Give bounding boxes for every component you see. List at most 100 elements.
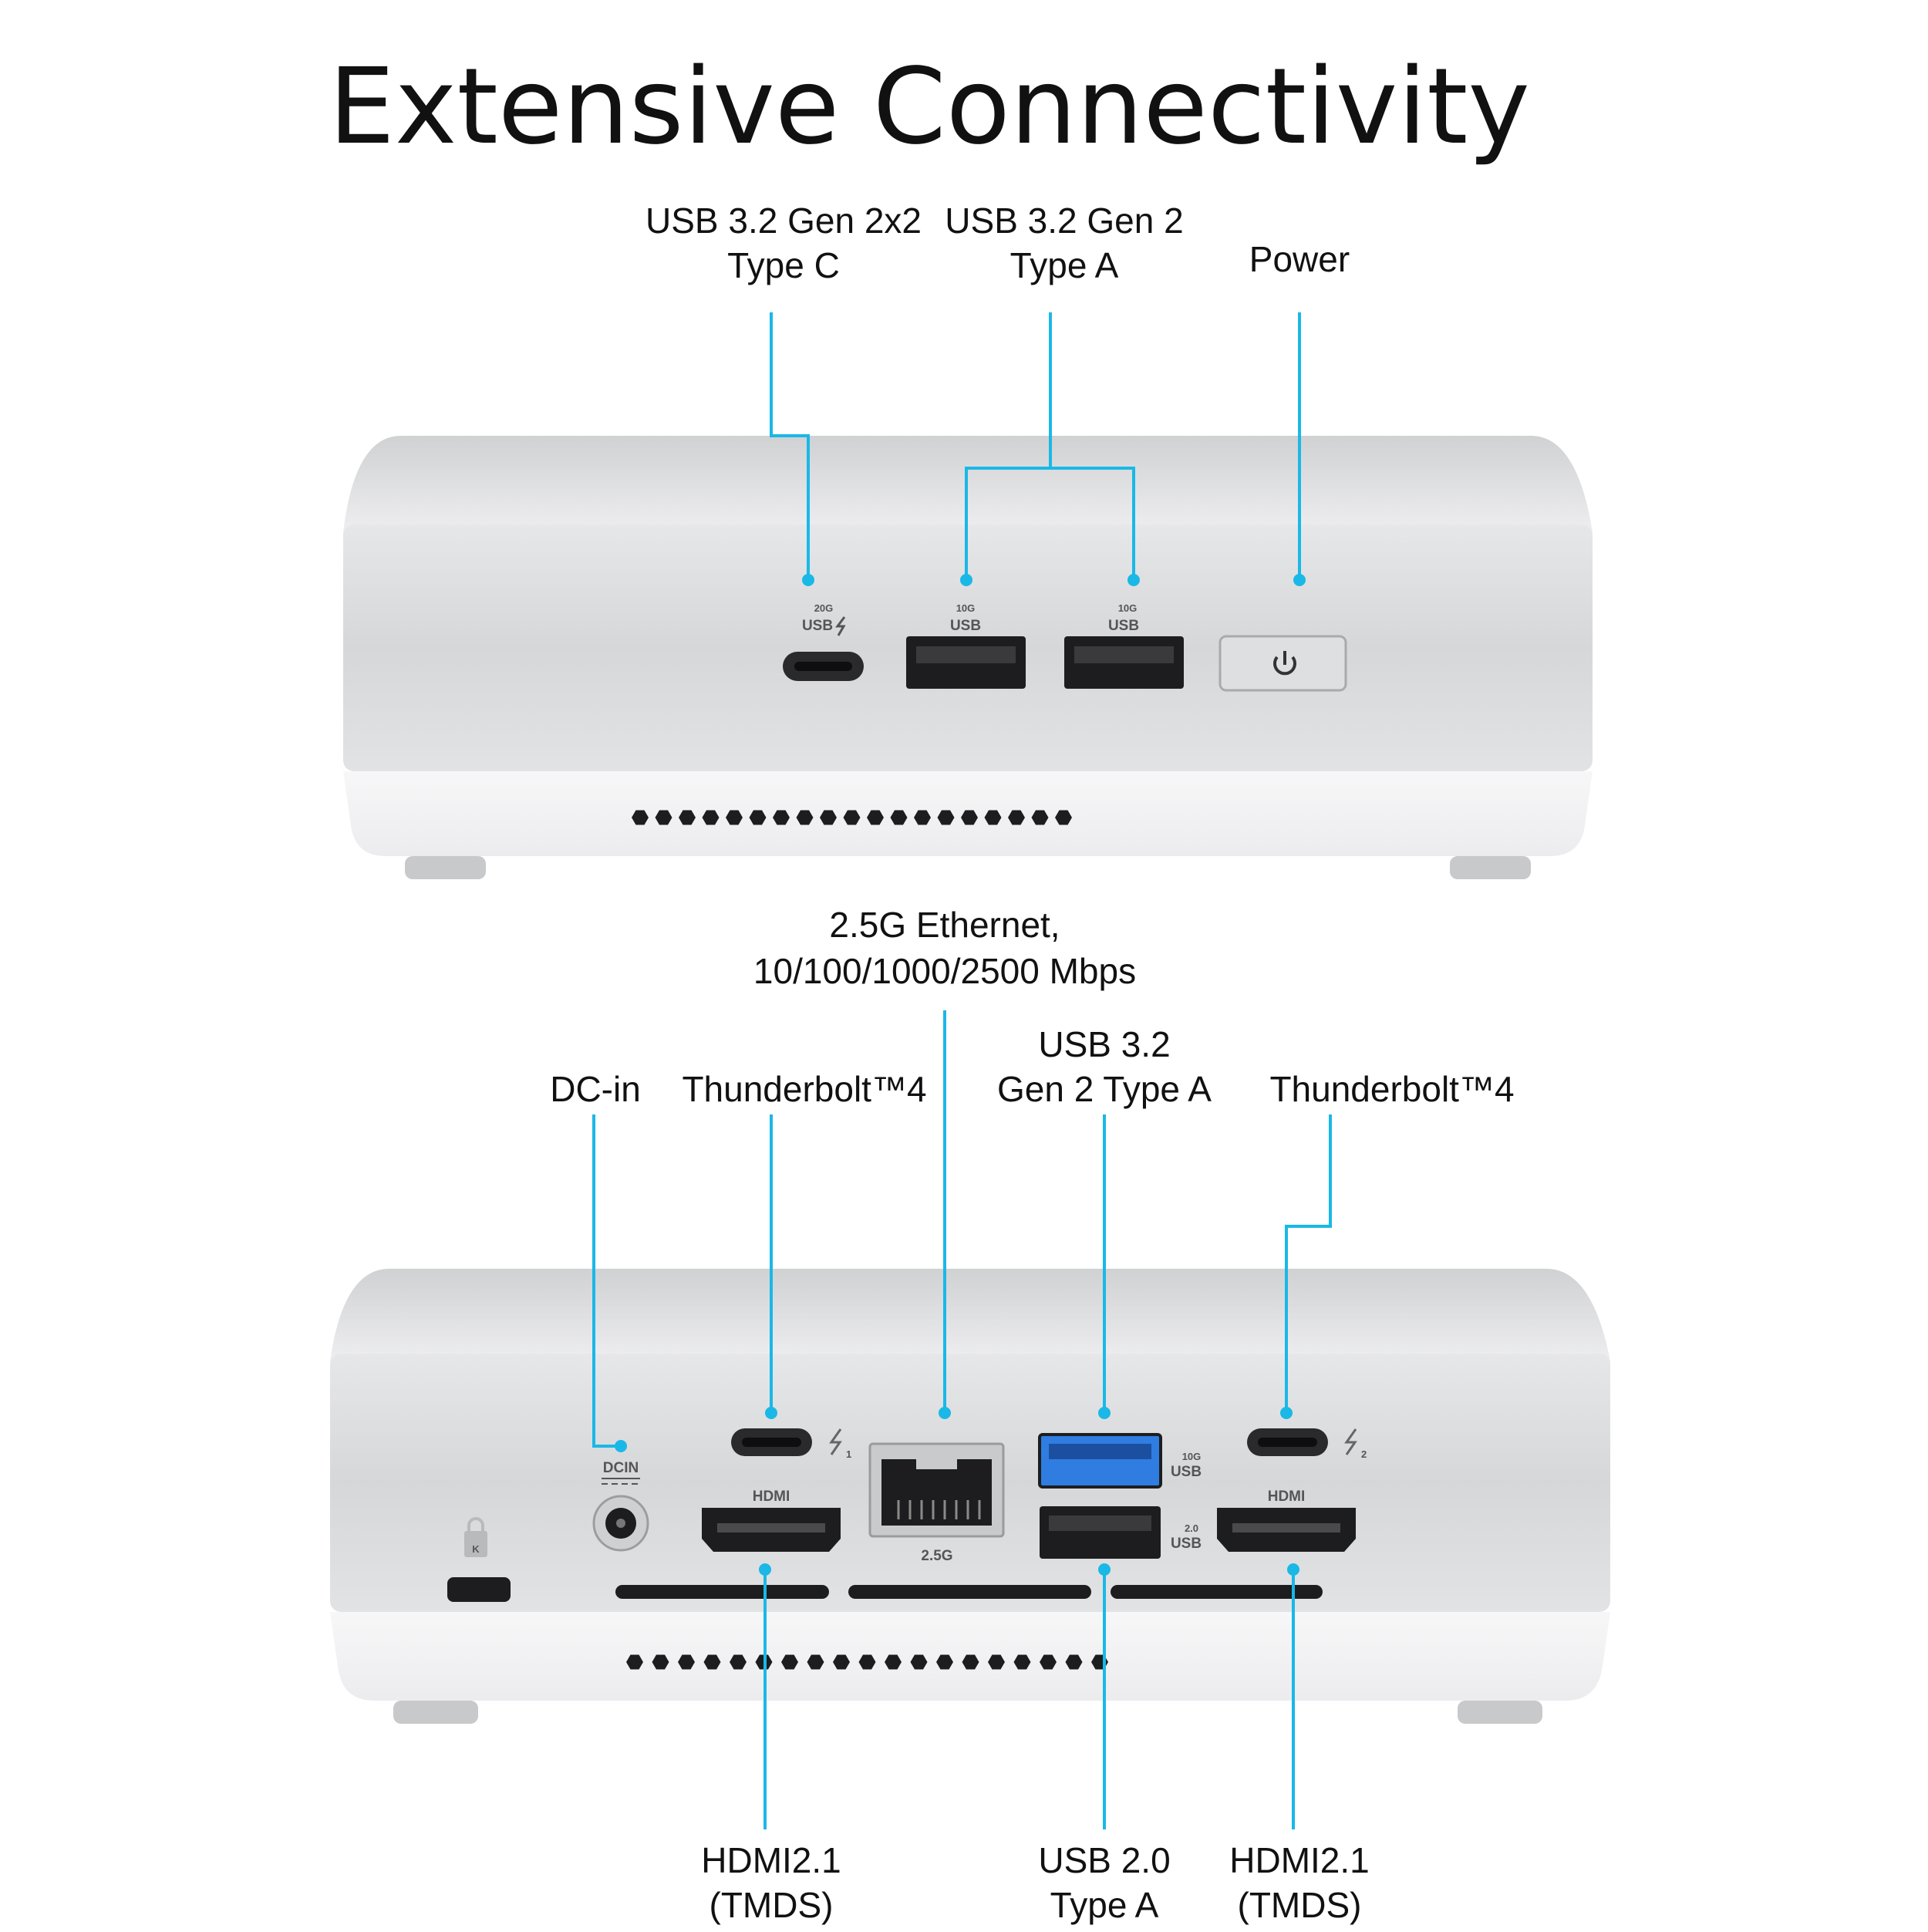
callout-dot-usba2 bbox=[1127, 574, 1140, 586]
callout-hdmi-right-line1: HDMI2.1 bbox=[1229, 1840, 1369, 1880]
vent-hole bbox=[702, 810, 720, 825]
usb32-speed: 10G bbox=[1182, 1451, 1202, 1462]
ethernet-marking: 2.5G bbox=[921, 1548, 952, 1564]
callout-tb4-left: Thunderbolt™4 bbox=[682, 1069, 926, 1109]
vent-hole bbox=[626, 1654, 643, 1670]
charge-bolt-icon bbox=[835, 616, 846, 636]
front-foot-right bbox=[1450, 856, 1531, 879]
vent-hole bbox=[1065, 1654, 1083, 1670]
vent-hole bbox=[962, 1654, 979, 1670]
tb4-left-port-inner bbox=[742, 1438, 801, 1447]
vent-hole bbox=[936, 1654, 953, 1670]
front-vent-row bbox=[632, 810, 1072, 825]
callout-usb20-line2: Type A bbox=[1050, 1885, 1159, 1925]
thunderbolt-right-icon bbox=[1344, 1428, 1357, 1455]
callout-dot-tb4-left bbox=[765, 1407, 777, 1419]
kensington-slot[interactable] bbox=[447, 1577, 511, 1602]
rear-slot-right bbox=[1111, 1585, 1323, 1599]
vent-hole bbox=[833, 1654, 850, 1670]
callout-power: Power bbox=[1249, 239, 1350, 279]
vent-hole bbox=[843, 810, 861, 825]
vent-hole bbox=[679, 810, 696, 825]
callout-dot-hdmi-left bbox=[759, 1563, 771, 1576]
callout-usba-line2: Type A bbox=[1010, 245, 1119, 285]
callout-hdmi-right-line2: (TMDS) bbox=[1238, 1885, 1362, 1925]
callout-dot-ethernet bbox=[939, 1407, 951, 1419]
callout-dot-usb32 bbox=[1098, 1407, 1111, 1419]
vent-hole bbox=[937, 810, 955, 825]
front-usbc-port-inner bbox=[794, 662, 852, 671]
callout-line-usba-branch bbox=[965, 467, 1135, 580]
hdmi-left-marking: HDMI bbox=[753, 1489, 790, 1505]
callout-dcin: DC-in bbox=[550, 1069, 641, 1109]
vent-hole bbox=[885, 1654, 902, 1670]
hdmi-right-port-inner bbox=[1232, 1523, 1340, 1532]
callout-usbc-line1: USB 3.2 Gen 2x2 bbox=[645, 201, 922, 241]
rear-callout-dots bbox=[615, 1407, 1299, 1576]
callout-dot-power bbox=[1293, 574, 1306, 586]
usb32-marking: USB bbox=[1171, 1464, 1202, 1480]
tb4-right-number: 2 bbox=[1361, 1448, 1367, 1460]
vent-hole bbox=[961, 810, 978, 825]
callout-line-usbc bbox=[770, 312, 810, 578]
usb20-marking: USB bbox=[1171, 1536, 1202, 1552]
power-icon bbox=[1273, 651, 1296, 676]
hdmi-right-marking: HDMI bbox=[1268, 1489, 1306, 1505]
callout-usbc-line2: Type C bbox=[727, 245, 840, 285]
tb4-right-port-inner bbox=[1258, 1438, 1317, 1447]
vent-hole bbox=[796, 810, 814, 825]
callout-ethernet-line1: 2.5G Ethernet, bbox=[829, 905, 1060, 945]
front-callout-lines bbox=[770, 312, 1301, 580]
vent-hole bbox=[652, 1654, 669, 1670]
rear-callout-lines bbox=[592, 1010, 1332, 1829]
hdmi-left-port-inner bbox=[717, 1523, 825, 1532]
vent-hole bbox=[867, 810, 884, 825]
vent-hole bbox=[858, 1654, 876, 1670]
front-usba1-speed: 10G bbox=[956, 602, 976, 614]
callout-line-dcin bbox=[592, 1114, 621, 1448]
front-usba2-label: USB bbox=[1108, 618, 1139, 634]
vent-hole bbox=[1008, 810, 1025, 825]
vent-hole bbox=[655, 810, 672, 825]
usb32-port[interactable] bbox=[1038, 1433, 1162, 1489]
page-title: Extensive Connectivity bbox=[329, 46, 1530, 168]
rear-foot-left bbox=[393, 1701, 478, 1724]
rear-slot-center bbox=[848, 1585, 1091, 1599]
callout-usb32-line2: Gen 2 Type A bbox=[997, 1069, 1212, 1109]
rear-unit: K DCIN 1 HDMI 2.5G 10G USB bbox=[330, 905, 1610, 1925]
dcin-label: DCIN bbox=[603, 1460, 639, 1476]
callout-usb20-line1: USB 2.0 bbox=[1038, 1840, 1170, 1880]
front-foot-left bbox=[405, 856, 486, 879]
vent-hole bbox=[703, 1654, 721, 1670]
callout-line-tb4-right bbox=[1285, 1114, 1332, 1411]
rear-lid bbox=[330, 1269, 1610, 1361]
callout-dot-usba1 bbox=[960, 574, 972, 586]
front-usba1-label: USB bbox=[950, 618, 981, 634]
rear-vent-row bbox=[626, 1654, 1108, 1670]
callout-dot-hdmi-right bbox=[1287, 1563, 1299, 1576]
callout-tb4-right: Thunderbolt™4 bbox=[1269, 1069, 1514, 1109]
callout-hdmi-left-line2: (TMDS) bbox=[710, 1885, 834, 1925]
front-usbc-label: USB bbox=[802, 618, 833, 634]
vent-hole bbox=[730, 1654, 747, 1670]
vent-hole bbox=[749, 810, 767, 825]
vent-hole bbox=[1055, 810, 1072, 825]
tb4-left-number: 1 bbox=[846, 1448, 851, 1460]
callout-usb32-line1: USB 3.2 bbox=[1038, 1024, 1170, 1064]
front-usbc-speed: 20G bbox=[814, 602, 834, 614]
vent-hole bbox=[726, 810, 743, 825]
usb20-port[interactable] bbox=[1040, 1506, 1161, 1559]
kensington-label: K bbox=[472, 1543, 480, 1555]
vent-hole bbox=[773, 810, 790, 825]
vent-hole bbox=[807, 1654, 824, 1670]
callout-usba-line1: USB 3.2 Gen 2 bbox=[945, 201, 1183, 241]
vent-hole bbox=[820, 810, 837, 825]
vent-hole bbox=[1040, 1654, 1057, 1670]
power-button[interactable] bbox=[1218, 635, 1347, 692]
rear-foot-right bbox=[1458, 1701, 1542, 1724]
thunderbolt-left-icon bbox=[829, 1428, 842, 1455]
vent-hole bbox=[632, 810, 649, 825]
callout-dot-dcin bbox=[615, 1440, 627, 1452]
